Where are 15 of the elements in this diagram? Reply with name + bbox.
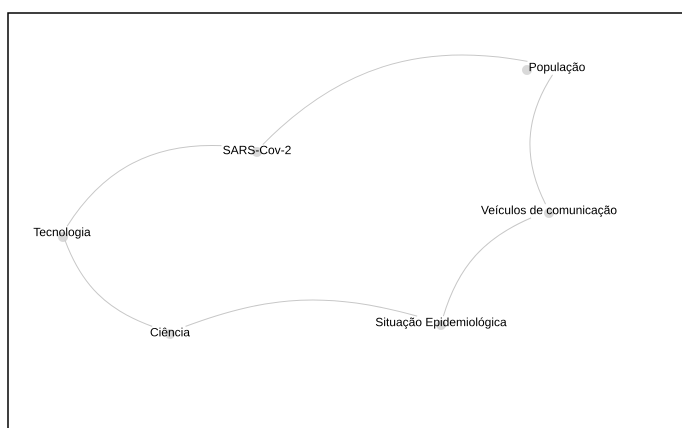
node-label: Tecnologia [34, 227, 91, 239]
node-label: SARS-Cov-2 [223, 146, 291, 154]
graph-node: Tecnologia [34, 227, 91, 242]
graph-edge [442, 217, 532, 317]
graph-node: Situação Epidemiológica [376, 317, 507, 330]
graph-node: População [522, 62, 585, 75]
graph-node: Ciência [150, 328, 190, 339]
node-label: População [530, 62, 585, 74]
graph-edge [185, 300, 418, 327]
graph-edge [64, 239, 153, 327]
graph-edge [262, 54, 528, 146]
graph-node: SARS-Cov-2 [223, 146, 291, 157]
graph-edge [66, 145, 222, 227]
graph-edge [530, 74, 554, 205]
graph-node: Veículos de comunicação [481, 205, 617, 218]
